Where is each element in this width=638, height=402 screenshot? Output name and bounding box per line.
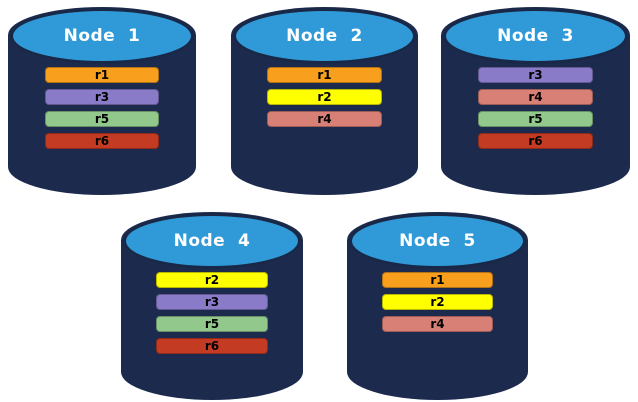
replica-bar-r5: r5 <box>156 316 268 332</box>
node-cylinder-2: r1 r2 r4 Node 2 <box>231 5 418 195</box>
replica-bar-r4: r4 <box>477 89 594 105</box>
replica-bar-r6: r6 <box>156 338 268 354</box>
replica-list: r2 r3 r5 r6 <box>121 272 303 354</box>
replica-bar-r1: r1 <box>267 67 382 83</box>
replica-bar-r2: r2 <box>267 89 382 105</box>
replica-bar-r3: r3 <box>477 67 594 83</box>
replica-list: r3 r4 r5 r6 <box>441 67 630 149</box>
node-label: Node 4 <box>173 231 251 251</box>
replica-bar-r6: r6 <box>477 133 594 149</box>
replica-bar-r6: r6 <box>44 133 160 149</box>
node-cylinder-4: r2 r3 r5 r6 Node 4 <box>121 210 303 400</box>
replica-bar-r2: r2 <box>156 272 268 288</box>
replica-list: r1 r2 r4 <box>231 67 418 127</box>
replica-bar-r3: r3 <box>44 89 160 105</box>
replica-list: r1 r3 r5 r6 <box>8 67 196 149</box>
node-cylinder-5: r1 r2 r4 Node 5 <box>347 210 528 400</box>
replica-bar-r1: r1 <box>44 67 160 83</box>
replica-bar-r3: r3 <box>156 294 268 310</box>
replica-bar-r5: r5 <box>477 111 594 127</box>
replica-bar-r4: r4 <box>382 316 493 332</box>
node-cylinder-3: r3 r4 r5 r6 Node 3 <box>441 5 630 195</box>
cylinder-top: Node 3 <box>443 8 628 64</box>
cylinder-top: Node 5 <box>349 213 526 269</box>
cylinder-top: Node 1 <box>10 8 194 64</box>
cylinder-top: Node 2 <box>233 8 416 64</box>
node-label: Node 5 <box>399 231 476 251</box>
replica-list: r1 r2 r4 <box>347 272 528 332</box>
replica-bar-r5: r5 <box>44 111 160 127</box>
node-cylinder-1: r1 r3 r5 r6 Node 1 <box>8 5 196 195</box>
node-label: Node 1 <box>63 26 141 46</box>
replica-bar-r2: r2 <box>382 294 493 310</box>
replica-bar-r4: r4 <box>267 111 382 127</box>
replica-bar-r1: r1 <box>382 272 493 288</box>
node-label: Node 3 <box>497 26 574 46</box>
node-label: Node 2 <box>286 26 363 46</box>
cylinder-top: Node 4 <box>123 213 301 269</box>
